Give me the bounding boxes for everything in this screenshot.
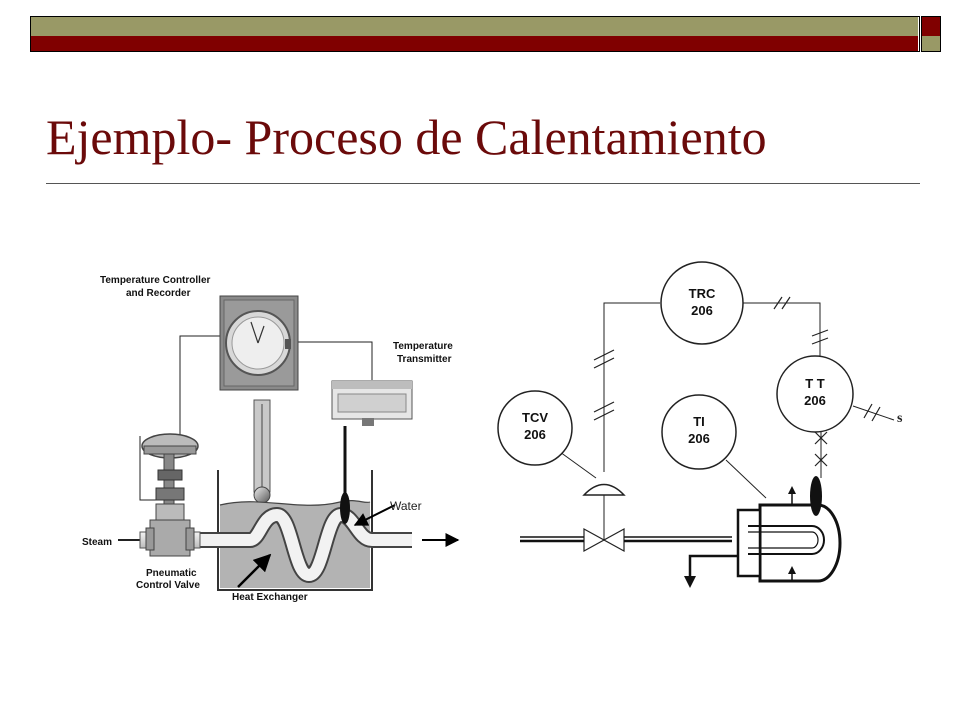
label-steam: Steam [82,537,112,548]
signal-label-s: s [897,411,903,426]
pictorial-diagram: Temperature Controller and Recorder Temp… [82,275,460,603]
tcv-number: 206 [524,427,546,442]
condensate-outlet-arrow [684,576,696,588]
control-valve-symbol [582,483,626,553]
temperature-controller-recorder [219,295,299,391]
header-square-maroon [921,16,941,36]
temperature-transmitter [331,380,413,426]
temperature-element [810,476,822,516]
label-heat-exchanger: Heat Exchanger [232,592,308,603]
header-bar [30,16,941,52]
tt-tag: T T [805,376,825,391]
water-pointer-arrow [353,504,396,526]
header-bar-olive [30,16,918,36]
label-controller-line2: and Recorder [126,288,191,299]
signal-wires [179,335,373,436]
label-transmitter-line2: Transmitter [397,354,452,365]
ti-number: 206 [688,431,710,446]
label-valve-line1: Pneumatic [146,568,197,579]
header-square-frame [921,16,941,52]
tcv-bubble: TCV 206 [497,390,573,466]
tcv-tag: TCV [522,410,548,425]
signal-hash-marks [593,296,881,467]
label-controller-line1: Temperature Controller [100,275,210,286]
label-valve-line2: Control Valve [136,580,200,591]
trc-number: 206 [691,303,713,318]
tt-number: 206 [804,393,826,408]
temperature-probe [340,426,350,524]
pid-diagram: TRC 206 T T 206 TCV 206 TI 206 s [497,261,903,588]
header-bar-maroon [30,36,918,52]
process-piping [520,536,740,578]
pneumatic-control-valve [139,433,199,557]
ti-bubble: TI 206 [661,394,737,470]
tt-bubble: T T 206 [776,355,854,433]
trc-bubble: TRC 206 [660,261,744,345]
thermometer [253,399,271,504]
header-square-olive [921,36,941,52]
title-rule [46,183,920,184]
label-water: Water [390,499,422,513]
slide-title: Ejemplo- Proceso de Calentamiento [46,109,767,165]
heat-exchanger-pointer-arrow [237,553,272,588]
header-bar-frame [30,16,920,52]
heat-exchanger-vessel [736,486,842,583]
heat-exchanger-coil [200,507,412,583]
trc-tag: TRC [689,286,716,301]
ti-tag: TI [693,414,705,429]
label-transmitter-line1: Temperature [393,341,453,352]
